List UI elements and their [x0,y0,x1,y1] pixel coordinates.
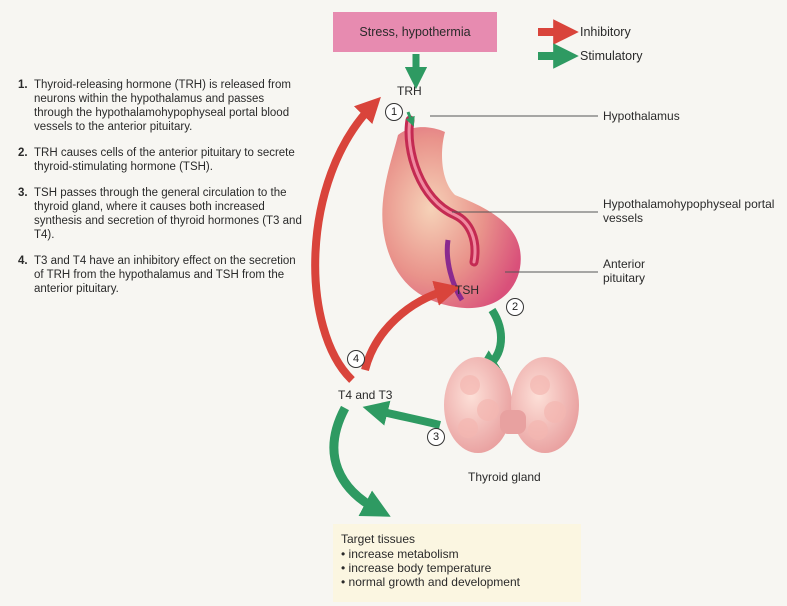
step-text: TRH causes cells of the anterior pituita… [34,147,295,173]
step-text: Thyroid-releasing hormone (TRH) is relea… [34,79,291,133]
target-tissues-list: increase metabolism increase body temper… [341,547,573,589]
step-number: 1. [18,78,28,92]
step-1: 1. Thyroid-releasing hormone (TRH) is re… [6,78,306,134]
steps-list: 1. Thyroid-releasing hormone (TRH) is re… [6,78,306,308]
hypothalamus-label: Hypothalamus [603,109,680,123]
step-number: 3. [18,186,28,200]
step-number: 2. [18,146,28,160]
list-item: increase body temperature [341,561,573,575]
inhibit-hypothalamus-arrow [315,106,372,380]
target-tissues-title: Target tissues [341,532,573,546]
t4-t3-label: T4 and T3 [338,388,392,402]
step-1-marker: 1 [385,103,403,121]
list-item: normal growth and development [341,575,573,589]
hormones-to-target-arrow [334,408,378,510]
stress-hypothermia-box: Stress, hypothermia [333,12,497,52]
step-2-marker: 2 [506,298,524,316]
step-3-marker: 3 [427,428,445,446]
thyroid-gland-label: Thyroid gland [468,470,541,484]
step-4-marker: 4 [347,350,365,368]
step-text: TSH passes through the general circulati… [34,187,302,241]
list-item: increase metabolism [341,547,573,561]
step-2: 2. TRH causes cells of the anterior pitu… [6,146,306,174]
trh-label: TRH [397,84,422,98]
thyroid-to-hormones-arrow [375,410,440,425]
anterior-pituitary-label: Anterior pituitary [603,257,683,285]
legend-inhibitory-label: Inhibitory [580,25,631,39]
step-number: 4. [18,254,28,268]
target-tissues-box: Target tissues increase metabolism incre… [333,524,581,602]
tsh-label: TSH [455,283,479,297]
inhibit-pituitary-arrow [365,290,448,370]
step-text: T3 and T4 have an inhibitory effect on t… [34,255,296,295]
step-3: 3. TSH passes through the general circul… [6,186,306,242]
step-4: 4. T3 and T4 have an inhibitory effect o… [6,254,306,296]
legend-stimulatory-label: Stimulatory [580,49,643,63]
portal-vessels-label: Hypothalamohypophyseal portal vessels [603,197,783,225]
thyroid-gland-shape [444,357,579,453]
